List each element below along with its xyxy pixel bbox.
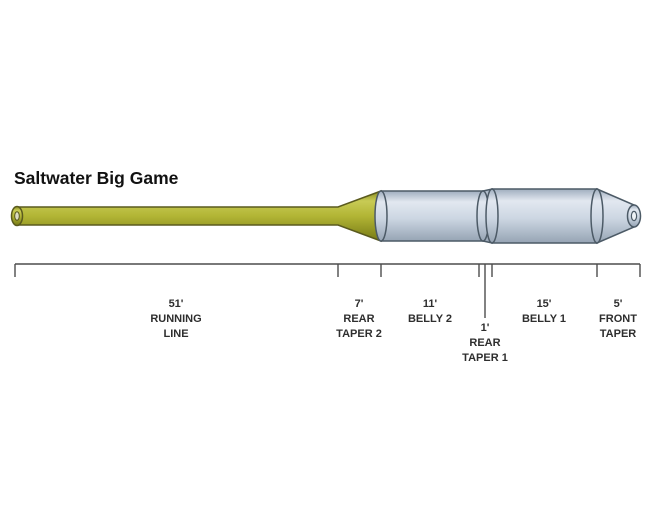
section-name-line: REAR: [343, 313, 374, 325]
ruler: [14, 263, 641, 318]
label-rear-taper-1: 1' REAR TAPER 1: [462, 322, 508, 364]
belly-1-shape: [491, 188, 598, 244]
section-length: 5': [614, 298, 623, 310]
running-line-shape: [16, 189, 382, 243]
section-length: 11': [423, 298, 438, 310]
section-length: 51': [169, 298, 184, 310]
line-profile: [10, 187, 642, 245]
section-name-line: RUNNING: [150, 313, 201, 325]
section-name-line: LINE: [163, 328, 188, 340]
label-rear-taper-2: 7' REAR TAPER 2: [336, 298, 382, 340]
section-name-line: FRONT: [599, 313, 637, 325]
front-tip-hole: [630, 210, 638, 222]
label-belly-2: 11' BELLY 2: [408, 298, 452, 325]
joint-ellipse-belly1-end: [590, 188, 604, 244]
section-length: 1': [481, 322, 490, 334]
section-length: 15': [537, 298, 552, 310]
section-name-line: BELLY 1: [522, 313, 566, 325]
product-title: Saltwater Big Game: [14, 168, 179, 188]
section-name-line: TAPER 1: [462, 352, 508, 364]
label-front-taper: 5' FRONT TAPER: [599, 298, 637, 340]
label-belly-1: 15' BELLY 1: [522, 298, 566, 325]
section-name-line: TAPER: [600, 328, 637, 340]
label-running-line: 51' RUNNING LINE: [150, 298, 201, 340]
section-name-line: TAPER 2: [336, 328, 382, 340]
running-line-end-hole: [14, 211, 20, 221]
section-length: 7': [355, 298, 364, 310]
joint-ellipse-belly2-start: [374, 190, 388, 242]
joint-ellipse-belly1-start: [485, 188, 499, 244]
section-name-line: BELLY 2: [408, 313, 452, 325]
belly-2-shape: [380, 190, 484, 242]
section-name-line: REAR: [469, 337, 500, 349]
section-labels: 51' RUNNING LINE 7' REAR TAPER 2 11' BEL…: [150, 298, 637, 364]
